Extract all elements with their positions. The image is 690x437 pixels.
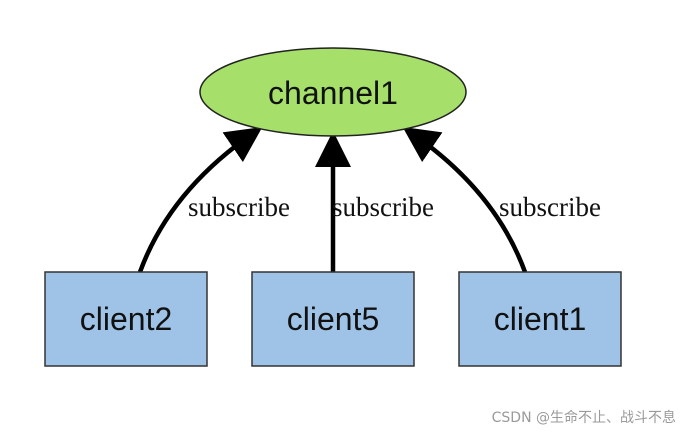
client-node-client2: client2 <box>44 271 208 367</box>
edge-client1-channel <box>402 126 528 273</box>
client-label: client1 <box>494 301 587 337</box>
client-box <box>44 271 208 367</box>
client-box <box>458 271 622 367</box>
client-node-client5: client5 <box>251 271 415 367</box>
channel-ellipse <box>199 47 467 137</box>
edge-client2-channel <box>137 126 263 273</box>
edge-label-client5: subscribe <box>332 192 434 222</box>
watermark: CSDN @生命不止、战斗不息 <box>491 410 676 426</box>
client-node-client1: client1 <box>458 271 622 367</box>
client-label: client2 <box>80 301 173 337</box>
edge-label-client2: subscribe <box>188 192 290 222</box>
channel-label: channel1 <box>268 75 398 111</box>
channel-node: channel1 <box>199 47 467 137</box>
edge-label-client1: subscribe <box>499 192 601 222</box>
client-label: client5 <box>287 301 380 337</box>
client-box <box>251 271 415 367</box>
